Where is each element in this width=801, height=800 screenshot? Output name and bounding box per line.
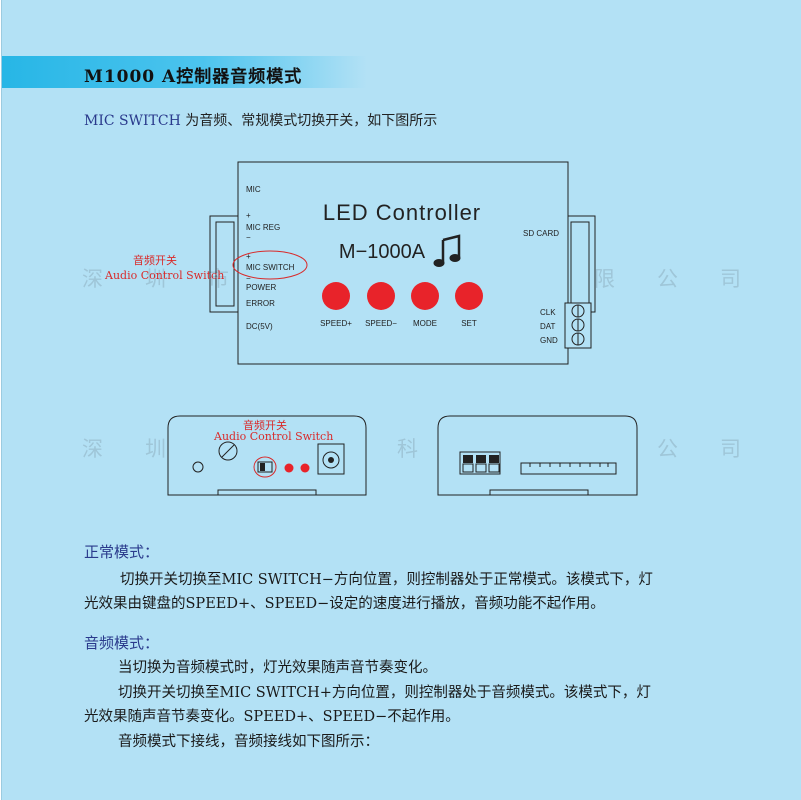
device-heading: LED Controller (323, 200, 481, 225)
mic-switch-highlight (232, 250, 308, 280)
watermark-char: 深 (82, 267, 103, 291)
audio-switch-highlight (253, 456, 277, 478)
button-label: SET (461, 319, 477, 328)
set-button-icon (455, 282, 483, 310)
page-title: M1000 A控制器音频模式 (84, 67, 303, 87)
right-side-view (437, 415, 638, 496)
left-side-view (167, 415, 367, 496)
sd-card-slot-icon (520, 462, 617, 475)
terminal-block-icon (459, 451, 501, 475)
annotation-en: Audio Control Switch (105, 269, 225, 282)
intro-mic-switch: MIC SWITCH (84, 113, 181, 129)
label-dc: DC(5V) (246, 322, 273, 331)
normal-mode-line-1: 切换开关切换至MIC SWITCH−方向位置，则控制器处于正常模式。该模式下，灯 (120, 572, 653, 588)
audio-mode-line-3: 光效果随声音节奏变化。SPEED+、SPEED−不起作用。 (84, 709, 460, 725)
annotation-en-bottom: Audio Control Switch (214, 430, 334, 443)
intro-line: MIC SWITCH 为音频、常规模式切换开关，如下图所示 (84, 110, 437, 130)
watermark-char: 科 (397, 437, 418, 461)
annotation-zh: 音频开关 (133, 254, 177, 267)
label-plus: + (246, 252, 251, 261)
label-sd-card: SD CARD (523, 229, 559, 238)
watermark-char: 圳 (145, 267, 166, 291)
annotation-zh-bottom: 音频开关 (243, 419, 287, 432)
error-led-icon (300, 463, 310, 473)
left-bracket-slot (215, 221, 235, 307)
normal-mode-heading: 正常模式： (84, 543, 160, 561)
watermark-char: 市 (208, 267, 229, 291)
right-bracket-slot (570, 221, 590, 307)
watermark-char: 圳 (145, 437, 166, 461)
power-led-icon (284, 463, 294, 473)
button-label: MODE (413, 319, 437, 328)
title-bar (2, 56, 367, 88)
audio-mode-line-1: 当切换为音频模式时，灯光效果随声音节奏变化。 (118, 660, 437, 676)
label-mic-switch: MIC SWITCH (246, 263, 295, 272)
controller-front-diagram: MIC + MIC REG − + MIC SWITCH − POWER ERR… (209, 161, 596, 365)
normal-mode-line-2: 光效果由键盘的SPEED+、SPEED−设定的速度进行播放，音频功能不起作用。 (84, 596, 605, 612)
label-minus: − (246, 274, 251, 283)
intro-text: 为音频、常规模式切换开关，如下图所示 (180, 113, 438, 129)
mic-reg-knob-icon (218, 441, 238, 461)
button-label: SPEED− (365, 319, 397, 328)
port-label: CLK (540, 308, 556, 317)
audio-mode-line-2: 切换开关切换至MIC SWITCH+方向位置，则控制器处于音频模式。该模式下，灯 (118, 685, 651, 701)
mode-button-icon (411, 282, 439, 310)
label-power: POWER (246, 283, 276, 292)
watermark-char: 公 (657, 437, 678, 461)
left-bracket (209, 215, 241, 313)
mic-hole-icon (192, 461, 204, 473)
device-model: M−1000A (339, 241, 426, 263)
port-label: GND (540, 336, 558, 345)
dc-jack-icon (317, 443, 345, 475)
watermark-char: 限 (594, 267, 615, 291)
speed-minus-button-icon (367, 282, 395, 310)
port-label: DAT (540, 322, 556, 331)
watermark-char: 公 (657, 267, 678, 291)
label-minus: − (246, 233, 251, 242)
watermark-char: 司 (720, 267, 741, 291)
label-plus: + (246, 211, 251, 220)
controller-body (237, 161, 569, 365)
audio-mode-line-4: 音频模式下接线，音频接线如下图所示： (118, 734, 379, 750)
button-label: SPEED+ (320, 319, 352, 328)
right-bracket (564, 215, 596, 313)
label-error: ERROR (246, 299, 275, 308)
controller-side-diagrams (167, 415, 638, 496)
label-mic-reg: MIC REG (246, 223, 280, 232)
label-mic: MIC (246, 185, 261, 194)
watermark-char: 深 (82, 437, 103, 461)
watermark-char: 司 (720, 437, 741, 461)
music-note-icon (433, 234, 461, 267)
audio-mode-heading: 音频模式： (84, 634, 160, 652)
speed-plus-button-icon (322, 282, 350, 310)
